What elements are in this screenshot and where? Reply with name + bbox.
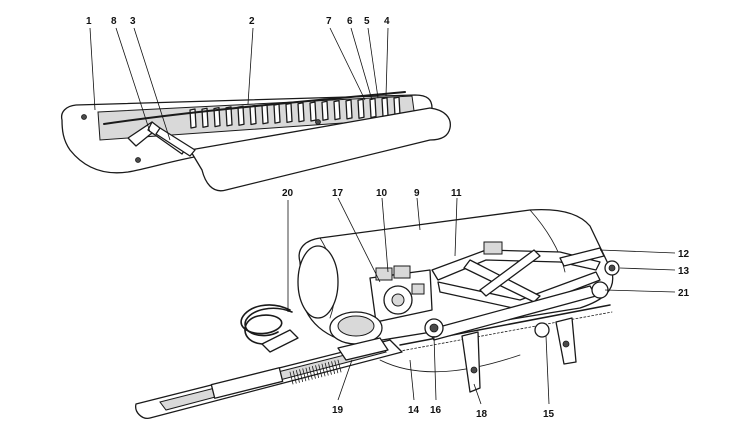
bag-end-cap bbox=[297, 245, 339, 319]
lamp-bar bbox=[135, 337, 403, 419]
bar-rib bbox=[289, 371, 294, 385]
roll-flap bbox=[189, 107, 451, 192]
callout-3: 3 bbox=[130, 16, 136, 27]
callout-11: 11 bbox=[451, 188, 462, 199]
callout-9: 9 bbox=[414, 188, 420, 199]
tool-roll bbox=[60, 91, 451, 192]
pliers bbox=[127, 121, 196, 157]
bar-rib bbox=[318, 364, 323, 378]
tool-slots bbox=[189, 96, 401, 129]
disc-cover bbox=[329, 311, 383, 345]
wrench-slot bbox=[249, 104, 257, 126]
bag-straps bbox=[461, 317, 577, 393]
callout-12: 12 bbox=[678, 249, 690, 260]
wrench-slot bbox=[333, 99, 341, 121]
inspection-lamp-cable bbox=[240, 304, 299, 353]
scissor-jack bbox=[431, 241, 620, 311]
callout-7: 7 bbox=[326, 16, 332, 27]
wrench-slot bbox=[261, 104, 269, 125]
wheel-wrench bbox=[424, 281, 609, 341]
wrench-slot bbox=[285, 102, 293, 124]
wrench-slot bbox=[309, 101, 317, 122]
callout-5: 5 bbox=[364, 16, 370, 27]
wrench-slot bbox=[201, 107, 209, 128]
lamp-window bbox=[210, 367, 284, 399]
callout-6: 6 bbox=[347, 16, 353, 27]
bar-rib bbox=[292, 370, 297, 384]
jack-head bbox=[483, 241, 503, 255]
callout-19: 19 bbox=[332, 405, 344, 416]
callout-8: 8 bbox=[111, 16, 117, 27]
wrench-slot bbox=[345, 99, 353, 120]
wrench-slot bbox=[321, 100, 329, 121]
bar-rib bbox=[327, 361, 332, 375]
bar-rib bbox=[299, 369, 304, 383]
wrench-slot bbox=[381, 97, 389, 118]
callout-21: 21 bbox=[678, 288, 690, 299]
callout-10: 10 bbox=[376, 188, 388, 199]
bar-rib bbox=[321, 363, 326, 377]
bar-rib bbox=[308, 366, 313, 380]
bar-rib bbox=[324, 362, 329, 376]
wrench-slot bbox=[213, 106, 221, 128]
callout-2: 2 bbox=[249, 16, 255, 27]
wrench-slot bbox=[225, 106, 233, 127]
callout-4: 4 bbox=[384, 16, 390, 27]
bar-ribs bbox=[289, 359, 342, 385]
wrench-slot bbox=[369, 97, 377, 119]
callout-17: 17 bbox=[332, 188, 344, 199]
bar-rib bbox=[311, 365, 316, 379]
strap-buckle bbox=[534, 322, 550, 338]
callout-1: 1 bbox=[86, 16, 92, 27]
socket-tray bbox=[369, 265, 433, 323]
wrench-slot bbox=[237, 105, 245, 126]
bar-rib bbox=[337, 359, 342, 373]
bar-rib bbox=[295, 369, 300, 383]
wrench-slot bbox=[273, 103, 281, 124]
bar-rib bbox=[315, 365, 320, 379]
callout-18: 18 bbox=[476, 409, 488, 420]
cable-plug bbox=[261, 329, 299, 353]
callout-13: 13 bbox=[678, 266, 690, 277]
wrench-slot bbox=[297, 102, 305, 123]
callout-20: 20 bbox=[282, 188, 294, 199]
wrench-slot bbox=[357, 98, 365, 119]
bar-rib bbox=[334, 360, 339, 374]
callout-14: 14 bbox=[408, 405, 420, 416]
bar-rib bbox=[305, 367, 310, 381]
bar-rib bbox=[302, 368, 307, 382]
leader-lines bbox=[89, 27, 676, 405]
callout-16: 16 bbox=[430, 405, 442, 416]
bar-rib bbox=[331, 361, 336, 375]
callout-labels: 1 8 3 2 7 6 5 4 20 17 10 9 11 12 13 21 1… bbox=[86, 16, 690, 420]
callout-15: 15 bbox=[543, 409, 555, 420]
